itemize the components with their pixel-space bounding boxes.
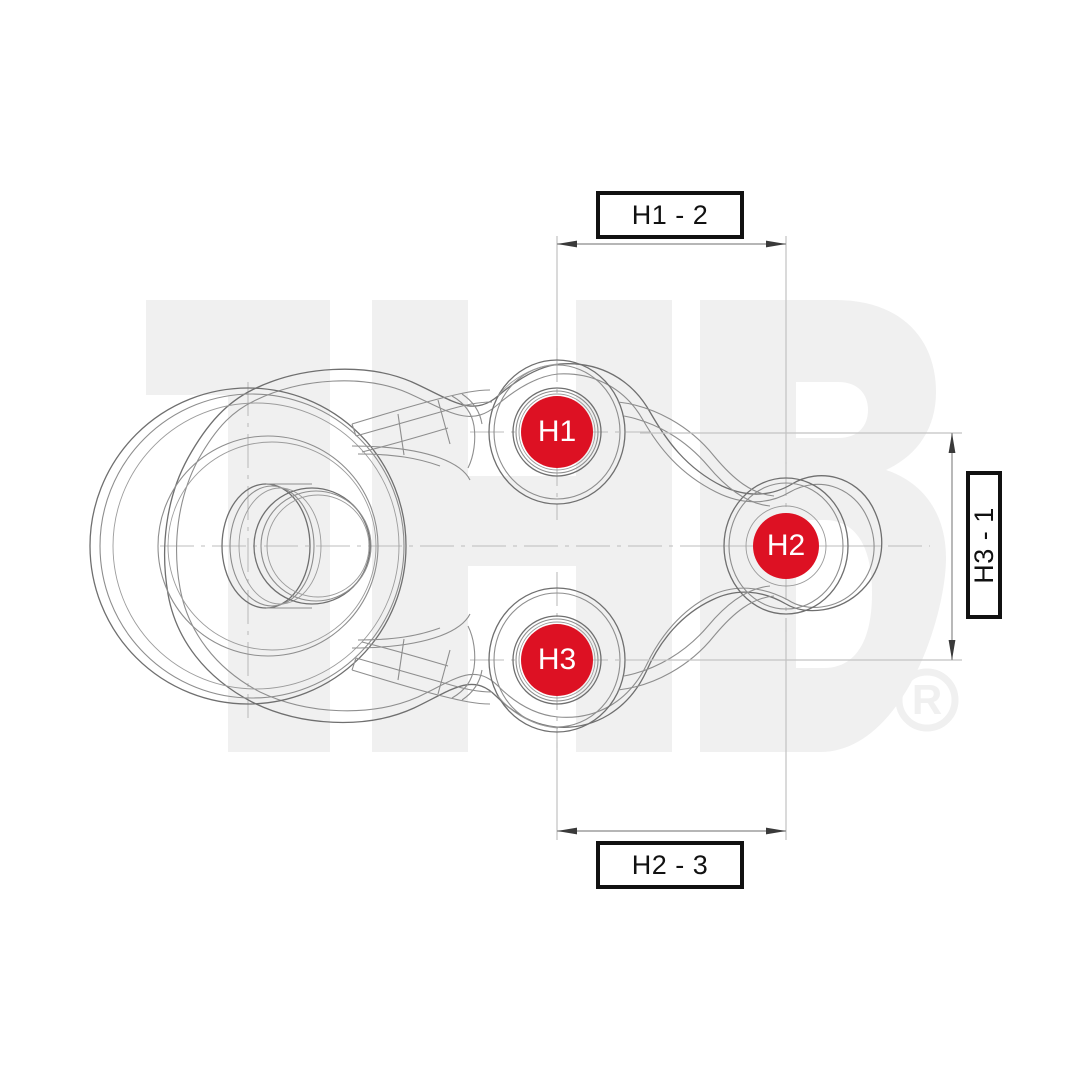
registered-mark-icon: R	[895, 668, 959, 732]
dimension-label-h3-1: H3 - 1	[966, 471, 1002, 619]
dimension-label-h2-3-text: H2 - 3	[631, 849, 709, 880]
hole-marker-h2[interactable]: H2	[753, 513, 819, 579]
component-outline	[89, 359, 883, 733]
hole-label-h1: H1	[537, 415, 577, 448]
dimension-label-h2-3: H2 - 3	[596, 841, 744, 889]
hole-marker-h3[interactable]: H3	[521, 624, 593, 696]
extension-lines	[556, 236, 962, 840]
dimension-lines	[557, 240, 956, 835]
hole-label-h3: H3	[537, 643, 577, 676]
dimension-label-h3-1-text: H3 - 1	[968, 506, 999, 584]
hole-marker-h1[interactable]: H1	[521, 396, 593, 468]
hole-label-h2: H2	[766, 529, 806, 562]
dimension-label-h1-2: H1 - 2	[596, 191, 744, 239]
dimension-label-h1-2-text: H1 - 2	[631, 199, 709, 230]
svg-text:R: R	[912, 676, 942, 723]
